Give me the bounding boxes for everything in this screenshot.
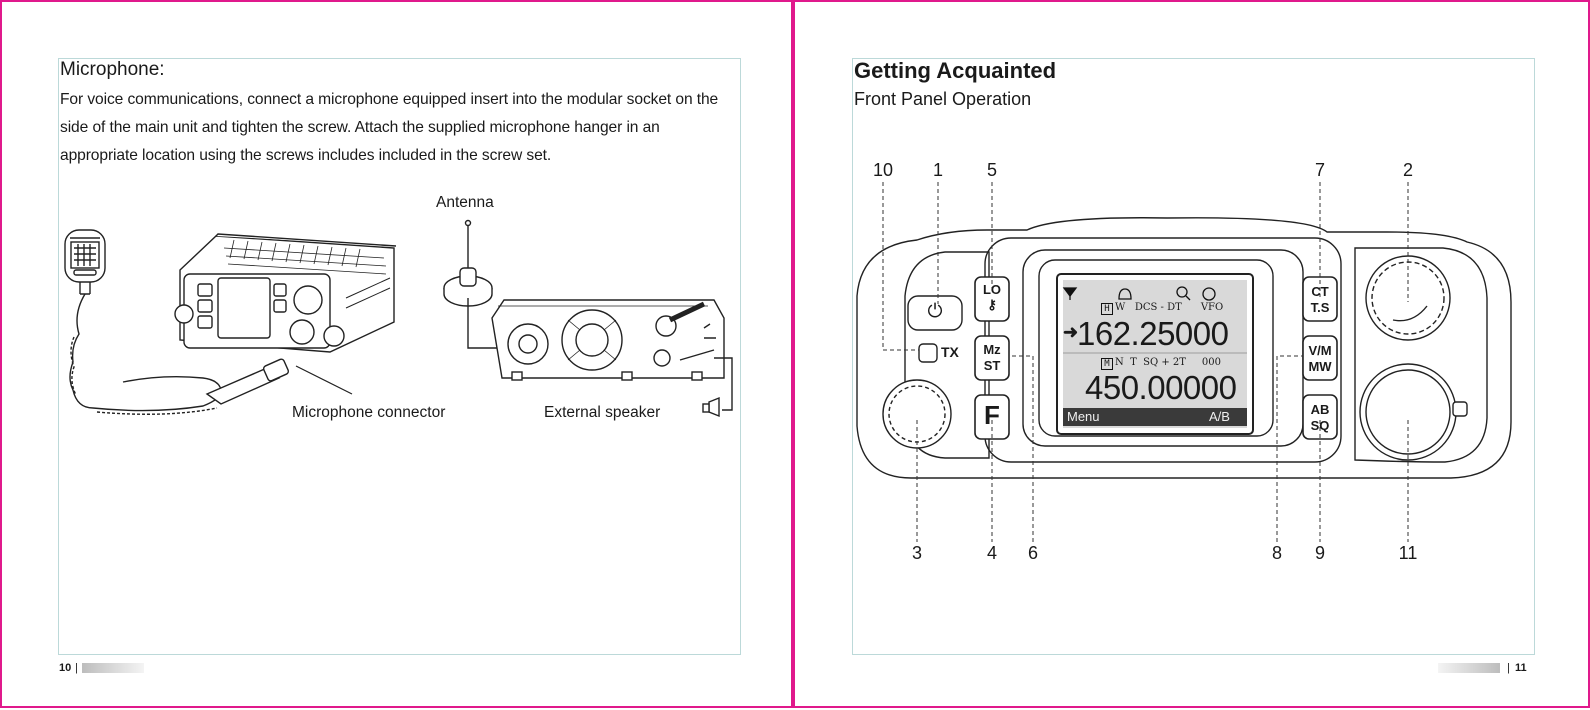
ab-button-label: AB <box>1310 402 1330 417</box>
page-bar-left <box>82 663 144 673</box>
callout-9: 9 <box>1314 543 1325 563</box>
right-content-frame <box>852 58 1535 655</box>
callout-10: 10 <box>872 160 894 180</box>
lo-button: LO ⚷ <box>975 282 1009 312</box>
sq-button-label: SQ <box>1310 418 1330 433</box>
lcd-screen <box>1063 280 1247 428</box>
ct-button-label: CT <box>1311 284 1329 299</box>
bell-icon <box>1118 288 1132 300</box>
lcd-softkey-menu: Menu <box>1067 409 1100 424</box>
ab-sq-button: AB SQ <box>1303 402 1337 434</box>
page-number-separator-right: | <box>1507 662 1510 674</box>
microphone-connector-label: Microphone connector <box>292 404 446 421</box>
page-bar-right <box>1438 663 1500 673</box>
vm-mw-button: V/M MW <box>1303 343 1337 375</box>
front-panel-diagram <box>856 182 1512 542</box>
microphone-connection-illustration <box>64 219 733 418</box>
microphone-heading: Microphone: <box>60 59 165 80</box>
lcd-row2-status: N T SQ + 2T 000 <box>1115 357 1221 368</box>
page-number-left: 10 <box>59 662 72 674</box>
callout-leaders <box>882 182 1409 542</box>
page-number-right: 11 <box>1515 662 1527 674</box>
right-page: Getting Acquainted Front Panel Operation <box>793 0 1590 708</box>
microphone-illustration <box>64 229 290 415</box>
getting-acquainted-heading: Getting Acquainted <box>854 58 1057 83</box>
lcd-status-icons <box>1062 286 1216 301</box>
lcd-softkey-ab: A/B <box>1209 409 1230 424</box>
radio-rear-panel-illustration <box>491 299 733 418</box>
key-icon: ⚷ <box>987 297 997 312</box>
left-page: Microphone: For voice communications, co… <box>0 0 793 708</box>
knob-group <box>882 255 1468 461</box>
tx-label: TX <box>941 344 959 360</box>
external-speaker-label: External speaker <box>544 404 661 421</box>
lcd-frequency-b: 450.00000 <box>1085 369 1237 406</box>
callout-4: 4 <box>986 543 997 563</box>
lcd-frequency-a: 162.25000 <box>1077 315 1229 352</box>
callout-7: 7 <box>1314 160 1325 180</box>
ts-button-label: T.S <box>1310 300 1330 315</box>
callout-1: 1 <box>932 160 943 180</box>
microphone-instructions: For voice communications, connect a micr… <box>60 91 719 164</box>
lcd-row2-badge: M <box>1101 358 1113 370</box>
scan-icon <box>1176 286 1188 298</box>
callout-5: 5 <box>986 160 997 180</box>
callout-11: 11 <box>1398 543 1418 563</box>
f-button: F <box>984 400 1000 430</box>
ct-ts-button: CT T.S <box>1303 284 1337 316</box>
lcd-arrow-icon: ➜ <box>1063 322 1079 342</box>
st-button-label: ST <box>983 358 1001 373</box>
callout-2: 2 <box>1402 160 1413 180</box>
mz-button-label: Mz <box>983 342 1001 357</box>
callout-3: 3 <box>911 543 922 563</box>
mw-button-label: MW <box>1308 359 1332 374</box>
mz-st-button: Mz ST <box>975 342 1009 374</box>
radio-main-unit-illustration <box>174 233 397 353</box>
power-icon: ⏻ <box>927 300 943 322</box>
lcd-row1-badge: H <box>1101 303 1113 315</box>
signal-icon <box>1062 287 1078 298</box>
lock-icon <box>1202 287 1216 301</box>
page-number-separator-left: | <box>75 662 78 674</box>
tx-led-shape <box>918 343 938 363</box>
antenna-illustration <box>443 219 526 349</box>
callout-6: 6 <box>1027 543 1038 563</box>
power-button-shape <box>907 295 963 331</box>
antenna-label: Antenna <box>436 194 494 211</box>
lo-button-label: LO <box>982 282 1002 297</box>
front-panel-subheading: Front Panel Operation <box>854 89 1032 109</box>
callout-8: 8 <box>1271 543 1282 563</box>
left-content-frame <box>58 58 741 655</box>
vm-button-label: V/M <box>1308 343 1332 358</box>
lcd-row1-status: W DCS - DT VFO <box>1115 302 1224 313</box>
